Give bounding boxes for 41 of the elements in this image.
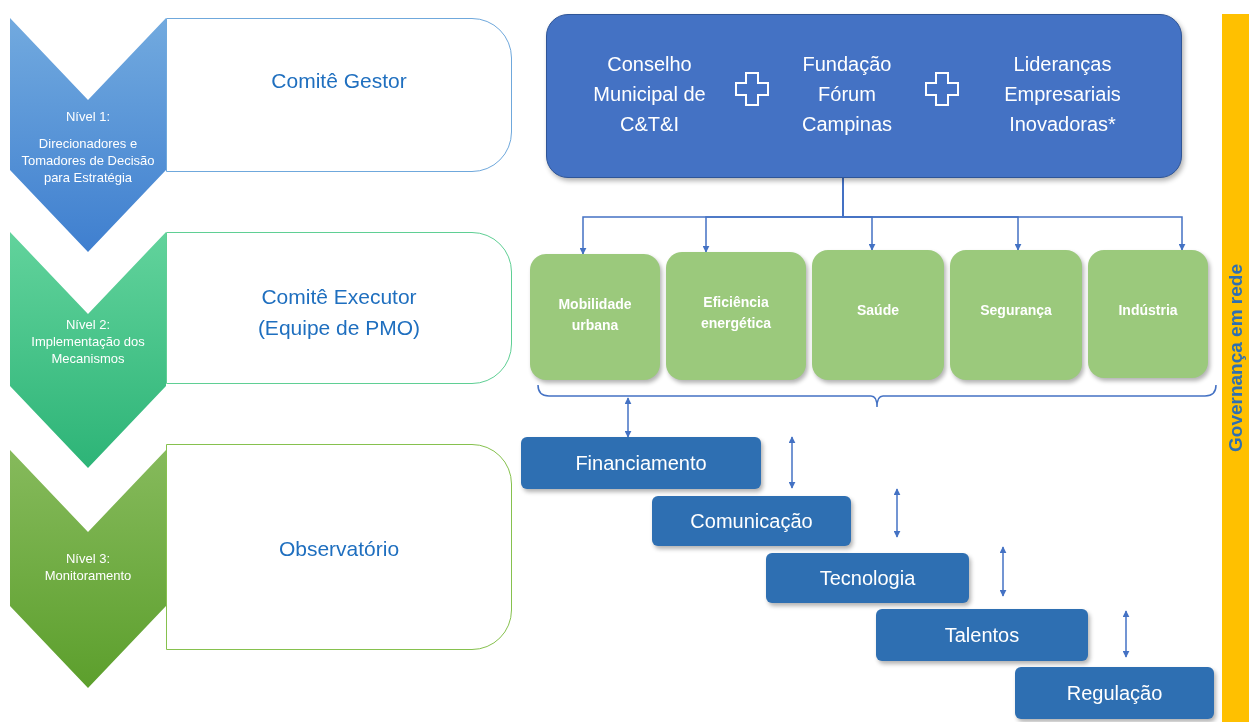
committee-title: Comitê Executor (Equipe de PMO) [256,284,422,341]
chevron-shape [10,450,166,688]
level-label: Nível 1: [65,108,111,125]
committee-box [166,232,512,384]
sector-label: Saúde [857,301,899,320]
committee-box [166,18,512,172]
pillar-label: Financiamento [575,451,707,476]
member-name: Conselho Municipal de C&T&I [592,52,707,137]
chevron-shape [10,18,166,252]
pillar-box [1015,667,1214,719]
sector-label: Segurança [980,301,1052,320]
level-label: Direcionadores e Tomadores de Decisão para Estratégia [20,135,156,186]
sector-box [950,250,1082,380]
band-label: Governança em rede [1224,264,1247,452]
sector-box [666,252,806,380]
pillar-label: Tecnologia [819,566,916,591]
committee-title: Observatório [278,536,400,562]
pillar-label: Talentos [944,623,1020,648]
sector-box [1088,250,1208,378]
pillar-box [766,553,969,603]
level-label: Nível 2: Implementação dos Mecanismos [30,316,146,367]
pillar-box [876,609,1088,661]
level-label: Nível 3: Monitoramento [43,550,133,584]
chevron-shape [10,232,166,468]
sector-box [812,250,944,380]
committee-box [166,444,512,650]
sector-box [530,254,660,380]
side-band [1222,14,1249,722]
member-name: Fundação Fórum Campinas [800,52,893,137]
pillar-label: Comunicação [690,509,813,534]
pillar-box [521,437,761,489]
pillar-box [652,496,851,546]
arrow [624,397,632,438]
sector-label: Mobilidade urbana [557,295,633,335]
pillar-label: Regulação [1066,681,1163,706]
member-name: Lideranças Empresariais Inovadoras* [1003,52,1122,137]
sector-label: Indústria [1118,301,1178,320]
organization-box [546,14,1182,178]
sector-label: Eficiência energética [699,293,772,333]
committee-title: Comitê Gestor [271,68,407,94]
brace [537,385,1217,408]
